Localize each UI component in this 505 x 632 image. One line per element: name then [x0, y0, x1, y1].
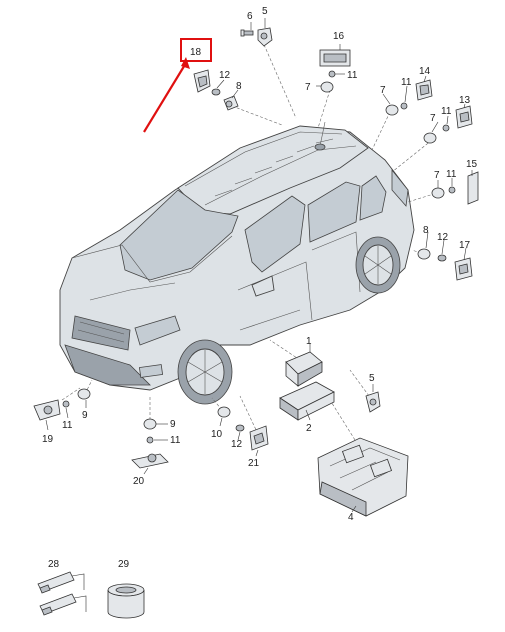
- part-7-sensor-top[interactable]: [320, 81, 334, 93]
- part-2-housing[interactable]: [279, 381, 335, 421]
- part-10-sensor[interactable]: [217, 406, 231, 418]
- label-12-lower: 12: [231, 439, 243, 450]
- label-9-left: 9: [82, 410, 88, 421]
- label-17: 17: [459, 240, 471, 251]
- part-13-bracket[interactable]: [455, 105, 473, 129]
- part-7-sensor-right[interactable]: [385, 102, 408, 116]
- part-8-sensor-right[interactable]: [417, 248, 431, 260]
- part-number-labels: 6 5 18 12 8 16 11 7 11 14 7 13 11 7 15 7…: [42, 6, 478, 570]
- label-18: 18: [190, 47, 202, 58]
- label-5-top: 5: [262, 6, 268, 17]
- label-2: 2: [306, 423, 312, 434]
- part-21-bracket[interactable]: [249, 425, 269, 451]
- label-7-lower: 7: [434, 170, 440, 181]
- label-29: 29: [118, 559, 130, 570]
- part-29-tape-roll[interactable]: [107, 583, 145, 619]
- part-12-ring-lower[interactable]: [235, 424, 245, 432]
- part-1-control-unit[interactable]: [285, 351, 323, 387]
- label-21: 21: [248, 458, 260, 469]
- label-6: 6: [247, 11, 253, 22]
- label-11-mid: 11: [441, 106, 452, 117]
- label-11-top: 11: [347, 70, 358, 81]
- part-11-clip[interactable]: [328, 70, 336, 78]
- label-11-right: 11: [401, 77, 412, 88]
- label-16: 16: [333, 31, 345, 42]
- part-28-cable-set[interactable]: [37, 571, 87, 616]
- part-6-screw[interactable]: [240, 29, 254, 37]
- highlight-part-18: [143, 38, 212, 133]
- label-13: 13: [459, 95, 471, 106]
- part-20-bracket[interactable]: [131, 453, 169, 469]
- part-12-ring[interactable]: [211, 88, 221, 96]
- part-14-bracket[interactable]: [415, 79, 433, 101]
- label-12-top: 12: [219, 70, 231, 81]
- label-11-lower: 11: [446, 169, 457, 180]
- car-illustration: [59, 121, 415, 405]
- label-11-left: 11: [62, 420, 73, 431]
- part-17-bracket[interactable]: [454, 257, 473, 281]
- label-5-lower: 5: [369, 373, 375, 384]
- label-12-right: 12: [437, 232, 449, 243]
- part-18-bracket[interactable]: [193, 69, 211, 93]
- part-16-module[interactable]: [319, 44, 351, 67]
- label-20: 20: [133, 476, 145, 487]
- part-9-sensor-center[interactable]: [143, 418, 157, 430]
- label-8-top: 8: [236, 81, 242, 92]
- label-28: 28: [48, 559, 60, 570]
- part-15-bracket[interactable]: [467, 170, 479, 205]
- part-11-clip-center[interactable]: [146, 436, 154, 444]
- part-19-bracket[interactable]: [33, 399, 61, 421]
- part-5-sensor-lower[interactable]: [365, 391, 381, 413]
- label-4: 4: [348, 512, 354, 523]
- label-11-center: 11: [170, 435, 181, 446]
- label-7-right: 7: [380, 85, 386, 96]
- part-11-clip-left[interactable]: [62, 400, 70, 408]
- leader-lines: [45, 18, 467, 513]
- label-14: 14: [419, 66, 431, 77]
- part-9-sensor-left[interactable]: [77, 388, 91, 400]
- part-7-sensor-lower[interactable]: [431, 186, 456, 199]
- label-19: 19: [42, 434, 54, 445]
- label-7-mid: 7: [430, 113, 436, 124]
- part-5-sensor-top[interactable]: [257, 27, 273, 47]
- label-7-top: 7: [305, 82, 311, 93]
- label-9-center: 9: [170, 419, 176, 430]
- part-8-sensor[interactable]: [223, 95, 239, 111]
- part-4-holder[interactable]: [317, 437, 409, 517]
- part-7-sensor-mid[interactable]: [423, 124, 450, 144]
- label-8-right: 8: [423, 225, 429, 236]
- label-10: 10: [211, 429, 223, 440]
- part-12-ring-right[interactable]: [437, 254, 447, 262]
- label-1: 1: [306, 336, 312, 347]
- label-15: 15: [466, 159, 478, 170]
